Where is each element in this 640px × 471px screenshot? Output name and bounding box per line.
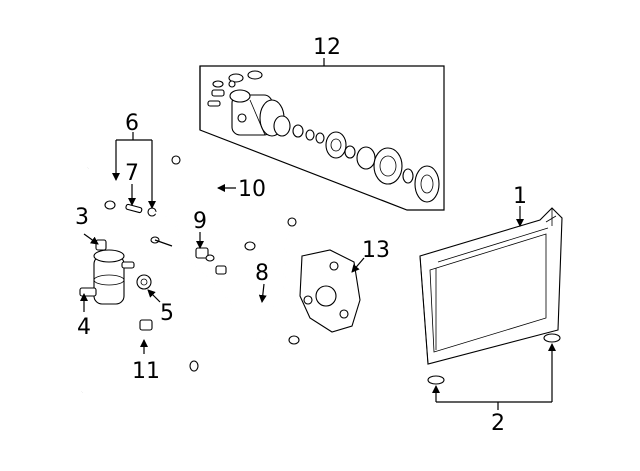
callout-3: 3 — [75, 205, 89, 230]
seal-kit — [207, 70, 263, 107]
compressor — [229, 89, 291, 137]
callout-1: 1 — [513, 184, 527, 209]
callout-13: 13 — [362, 238, 390, 263]
insulators: 2 — [427, 333, 561, 436]
liquid-line: 6 7 — [87, 111, 157, 217]
callout-8: 8 — [255, 261, 269, 286]
compressor-bracket: 13 — [299, 238, 390, 333]
condenser: 1 — [419, 184, 563, 365]
callout-2: 2 — [491, 411, 505, 436]
callout-4: 4 — [77, 315, 91, 340]
hose-8: 8 — [215, 217, 297, 310]
hose-11: 11 — [80, 319, 199, 393]
callout-5: 5 — [160, 301, 174, 326]
clutch-parts — [292, 124, 440, 203]
callout-9: 9 — [193, 209, 207, 234]
pressure-switch: 9 — [193, 209, 215, 262]
suction-line — [150, 211, 300, 345]
callout-12: 12 — [313, 35, 341, 60]
hose-10: 10 — [171, 155, 266, 251]
callout-10: 10 — [238, 177, 266, 202]
accumulator: 3 4 — [75, 205, 135, 340]
callout-7: 7 — [125, 161, 139, 186]
cap: 5 — [136, 274, 174, 326]
callout-11: 11 — [132, 359, 160, 384]
callout-6: 6 — [125, 111, 139, 136]
compressor-kit-group: 12 — [199, 35, 445, 211]
